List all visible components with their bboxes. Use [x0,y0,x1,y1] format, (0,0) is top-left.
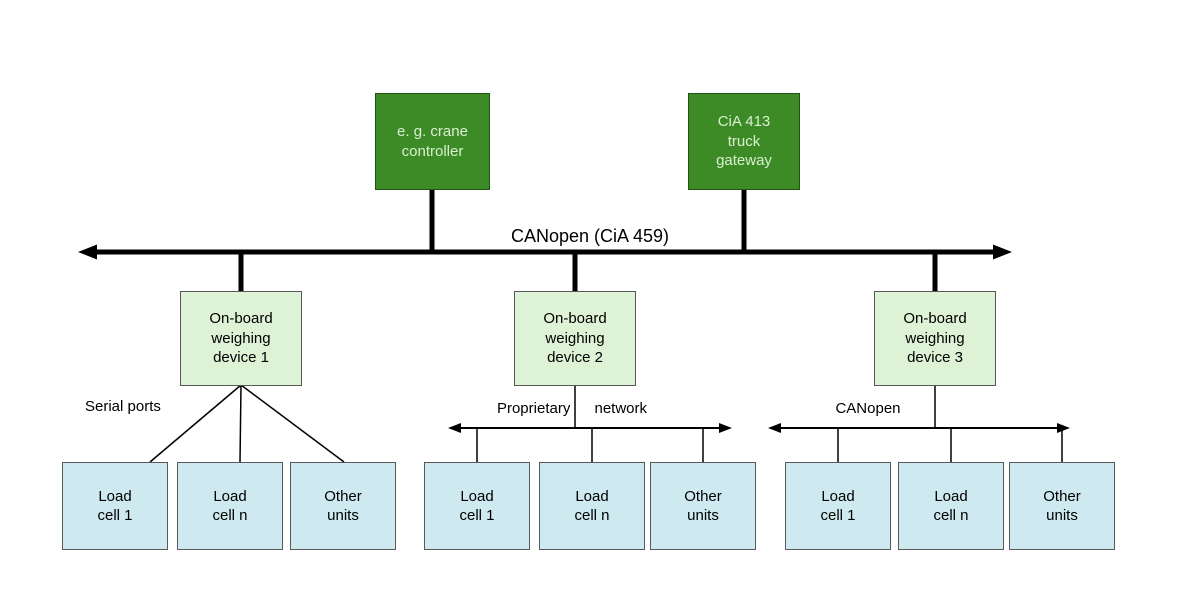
weighing-device-1-label: On-board weighing device 1 [209,310,273,367]
serial-link-line-1 [149,384,242,463]
group3-load-cell-1-node: Load cell 1 [785,462,891,550]
canopen-sub-bus-left-arrow-icon [768,423,781,433]
group3-load-cell-n-label: Load cell n [933,487,969,525]
canopen-bus-label: CANopen (CiA 459) [510,226,670,246]
serial-link-line-3 [240,384,345,463]
main-bus-group [78,189,1012,293]
proprietary-network-label: Proprietary network [496,400,648,417]
group1-other-units-node: Other units [290,462,396,550]
group2-load-cell-n-node: Load cell n [539,462,645,550]
canopen-subnet-label: CANopen [835,400,901,417]
group2-load-cell-1-node: Load cell 1 [424,462,530,550]
group3-load-cell-n-node: Load cell n [898,462,1004,550]
group2-other-units-label: Other units [684,487,722,525]
group1-load-cell-1-label: Load cell 1 [97,487,133,525]
proprietary-bus-right-arrow-icon [719,423,732,433]
weighing-device-2-node: On-board weighing device 2 [514,291,636,386]
group2-load-cell-n-label: Load cell n [574,487,610,525]
proprietary-network-bus-group [448,385,732,463]
truck-gateway-node: CiA 413 truck gateway [688,93,800,190]
group2-load-cell-1-label: Load cell 1 [459,487,495,525]
bus-left-arrow-icon [78,244,97,260]
crane-controller-label: e. g. crane controller [397,123,468,160]
weighing-device-1-node: On-board weighing device 1 [180,291,302,386]
truck-gateway-label: CiA 413 truck gateway [716,113,772,170]
group1-other-units-label: Other units [324,487,362,525]
group1-load-cell-n-node: Load cell n [177,462,283,550]
group3-load-cell-1-label: Load cell 1 [820,487,856,525]
bus-right-arrow-icon [993,244,1012,260]
crane-controller-node: e. g. crane controller [375,93,490,190]
group3-other-units-node: Other units [1009,462,1115,550]
group3-other-units-label: Other units [1043,487,1081,525]
serial-ports-links-group [149,384,345,463]
serial-link-line-2 [239,384,242,463]
weighing-device-2-label: On-board weighing device 2 [543,310,607,367]
canopen-sub-bus-right-arrow-icon [1057,423,1070,433]
weighing-device-3-label: On-board weighing device 3 [903,310,967,367]
canopen-sub-bus-group [768,385,1070,463]
serial-ports-label: Serial ports [85,398,161,415]
proprietary-bus-left-arrow-icon [448,423,461,433]
group1-load-cell-1-node: Load cell 1 [62,462,168,550]
group2-other-units-node: Other units [650,462,756,550]
weighing-device-3-node: On-board weighing device 3 [874,291,996,386]
group1-load-cell-n-label: Load cell n [212,487,248,525]
